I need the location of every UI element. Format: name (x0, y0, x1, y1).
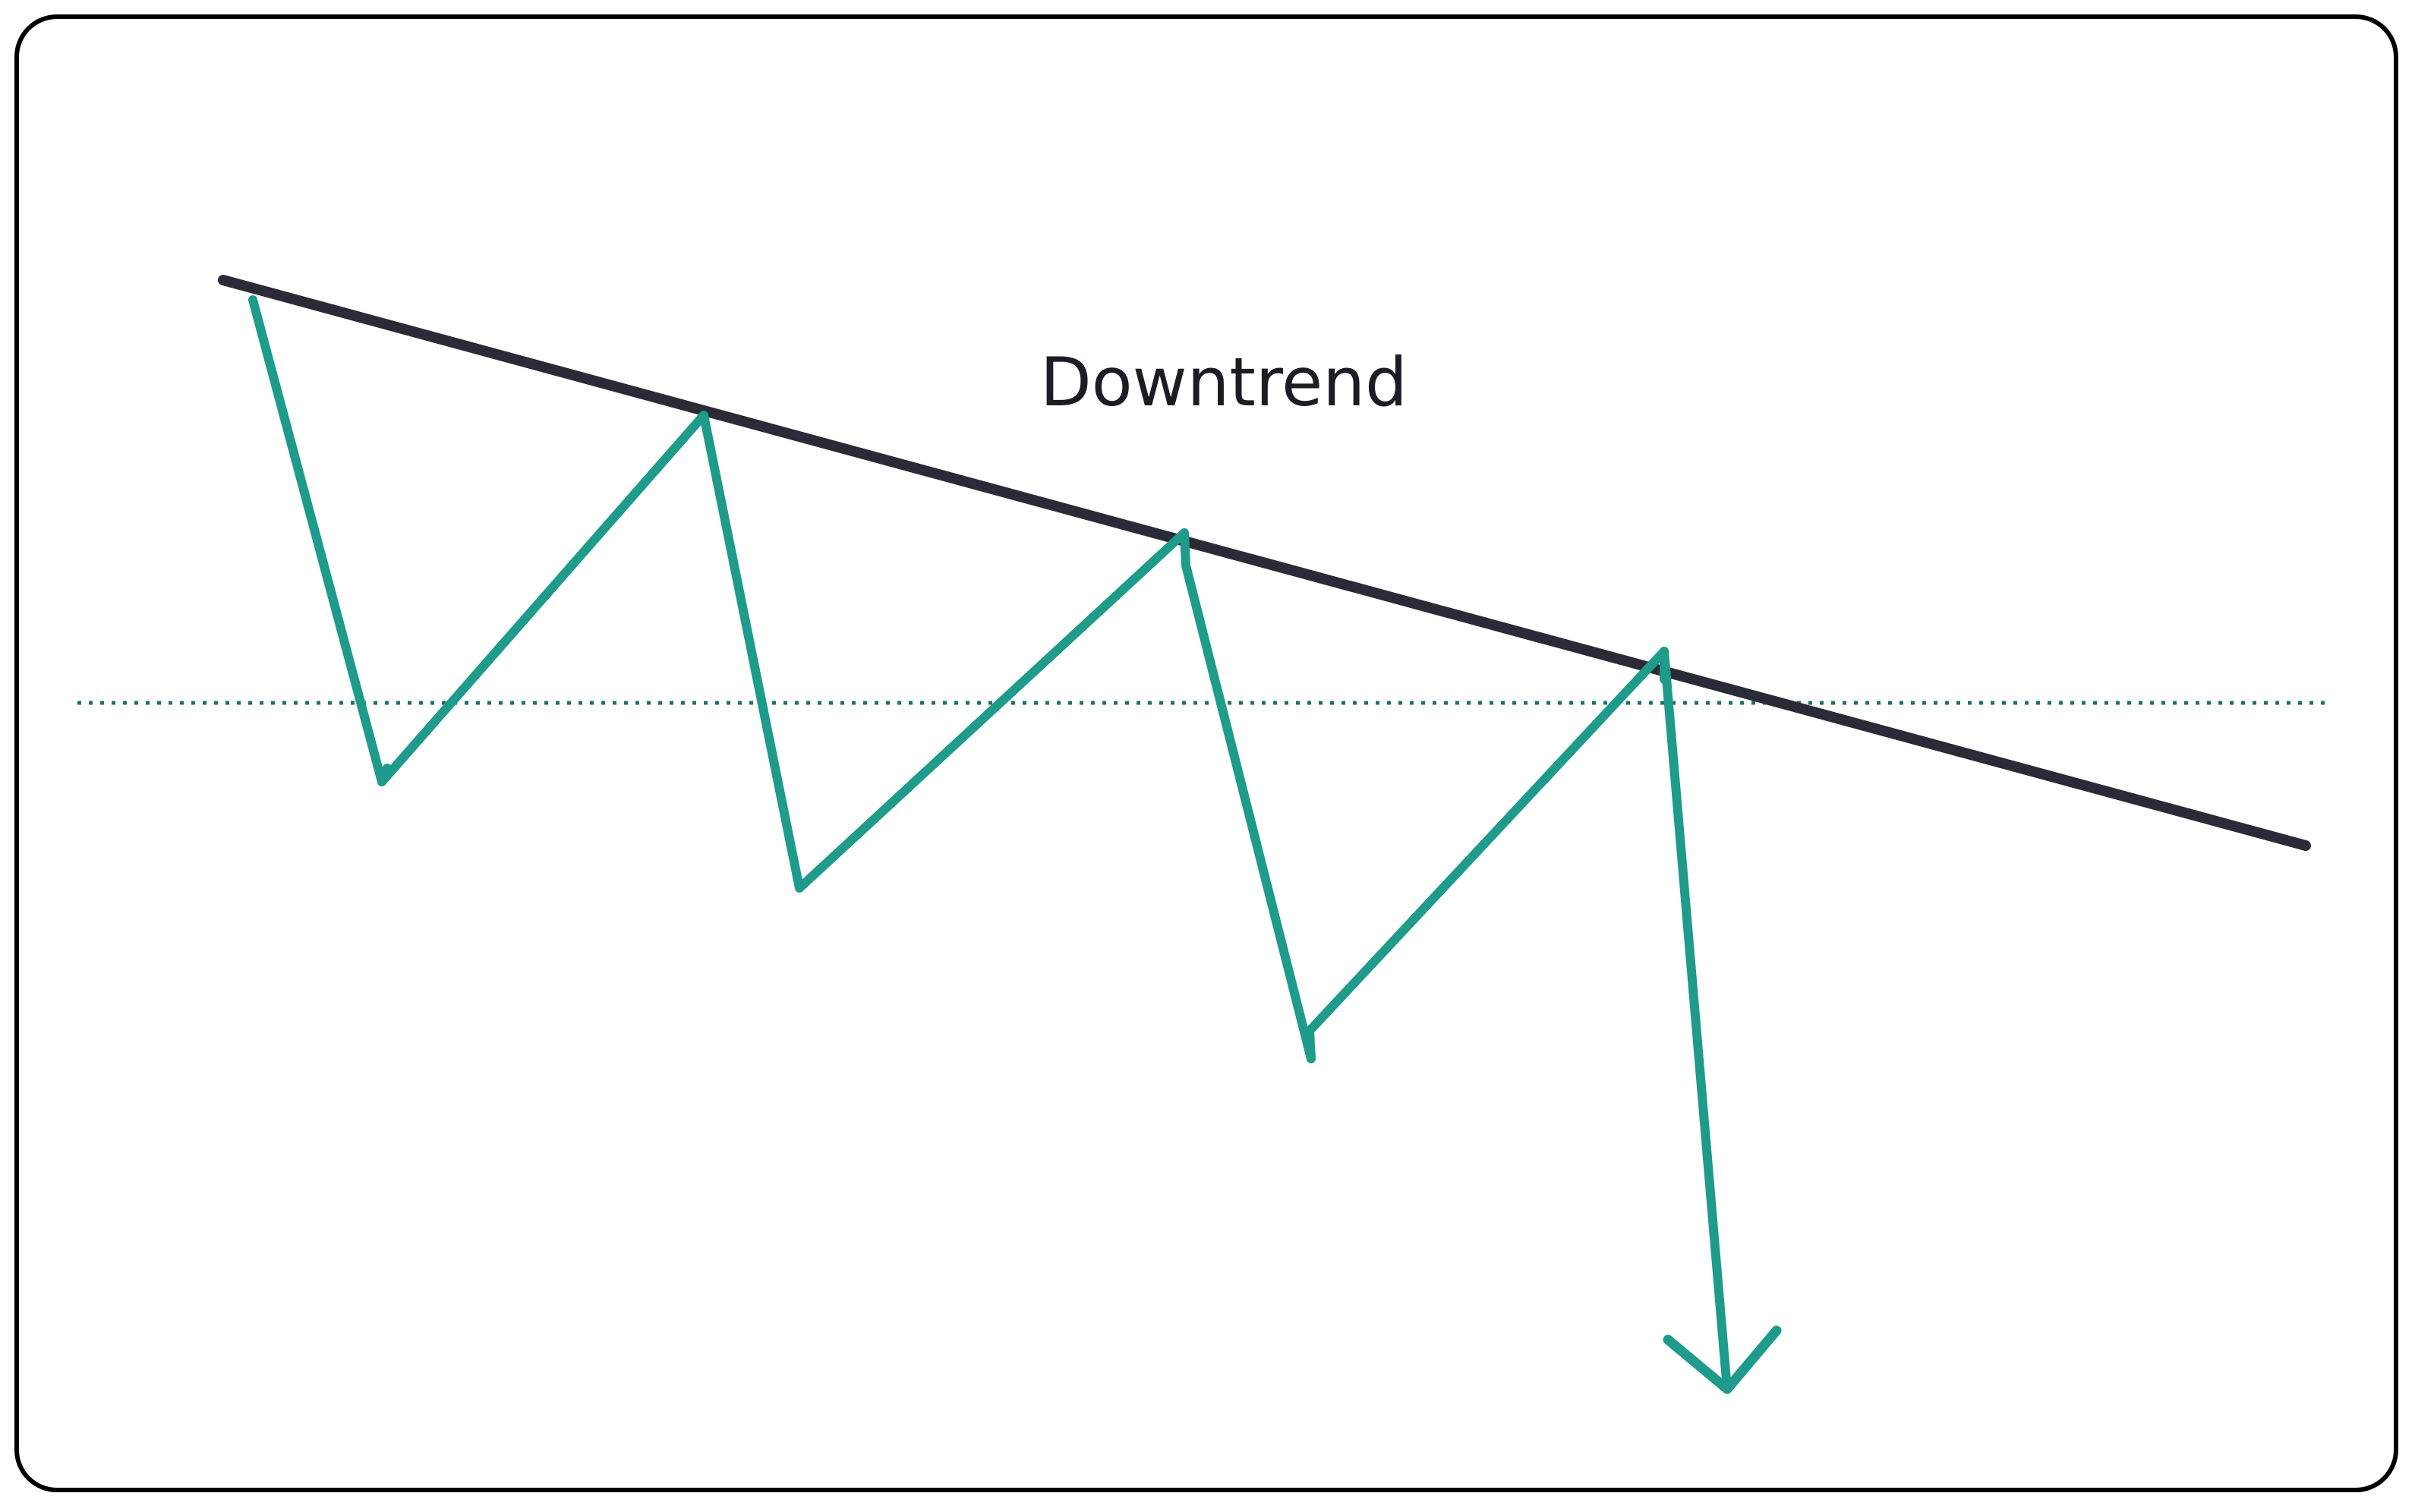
downtrend-label: Downtrend (1040, 343, 1408, 421)
breakdown-arrow-shaft (1660, 647, 1732, 1394)
price-zigzag-line (248, 295, 1669, 1063)
arrow-down-icon (1663, 1325, 1782, 1394)
price-zigzag-line-segment (377, 764, 392, 786)
descending-trendline (218, 275, 2311, 851)
